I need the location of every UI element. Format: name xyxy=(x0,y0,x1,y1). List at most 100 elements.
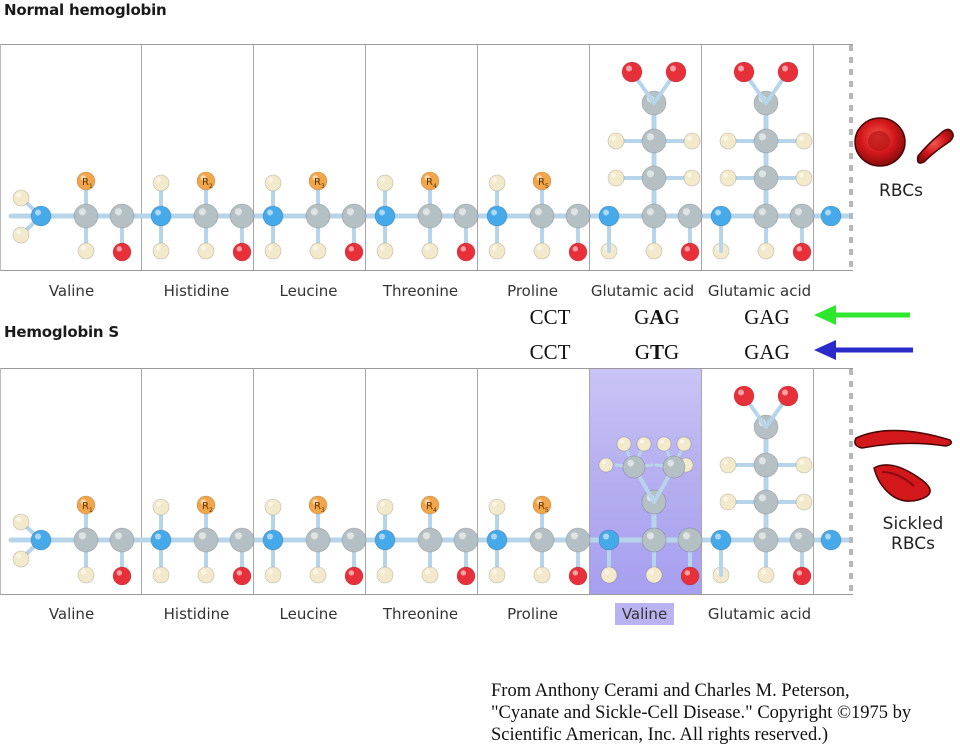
oxygen-atom xyxy=(344,566,364,586)
atom-highlight xyxy=(646,133,655,141)
hydrogen-atom xyxy=(607,169,625,187)
atom-highlight xyxy=(715,209,721,216)
atom-highlight xyxy=(684,570,690,576)
codon-text: G xyxy=(634,305,650,329)
amino-acid-label: Histidine xyxy=(163,605,230,623)
atom-highlight xyxy=(682,208,691,216)
nitrogen-atom xyxy=(820,529,842,551)
oxygen-atom xyxy=(680,242,700,262)
r-group-subscript: 2 xyxy=(209,507,213,514)
hydrogen-atom xyxy=(376,174,394,192)
nitrogen-atom xyxy=(30,529,52,551)
atom-highlight xyxy=(799,459,804,465)
amino-acid-label: Histidine xyxy=(163,282,230,300)
atom-highlight xyxy=(422,532,430,540)
atom-highlight xyxy=(670,65,676,72)
oxygen-atom xyxy=(777,61,799,83)
carbon-atom xyxy=(789,527,815,553)
atom-highlight xyxy=(310,208,318,216)
hydrogen-atom xyxy=(309,242,327,260)
r-group-subscript: 3 xyxy=(321,507,325,514)
carbon-atom xyxy=(753,452,779,478)
amino-acid-label-mutated: Valine xyxy=(588,603,701,625)
carbon-atom xyxy=(341,203,367,229)
carbon-atom xyxy=(417,203,443,229)
atom-highlight xyxy=(646,170,655,178)
atom-highlight xyxy=(380,245,385,251)
atom-highlight xyxy=(570,208,579,216)
atom-highlight xyxy=(799,135,804,141)
nitrogen-atom xyxy=(374,529,396,551)
green-arrow-icon xyxy=(814,305,910,325)
atom-highlight xyxy=(825,533,831,540)
carbon-atom xyxy=(677,203,703,229)
atom-highlight xyxy=(312,175,318,181)
atom-highlight xyxy=(156,245,162,251)
atom-highlight xyxy=(799,172,804,178)
hydrogen-atom xyxy=(488,566,506,584)
normal-hemoglobin-title: Normal hemoglobin xyxy=(4,1,167,19)
codon-normal-glutamic-2: GAG xyxy=(722,305,812,330)
atom-highlight xyxy=(603,209,609,216)
atom-highlight xyxy=(16,229,21,235)
hydrogen-atom xyxy=(598,457,614,473)
atom-highlight xyxy=(723,172,728,178)
panel-divider xyxy=(477,45,478,270)
panel-divider xyxy=(701,369,702,594)
atom-highlight xyxy=(201,245,207,251)
r-group-subscript: 4 xyxy=(433,183,437,190)
atom-highlight xyxy=(761,245,766,251)
blue-arrow-icon xyxy=(814,340,913,360)
codon-normal-proline: CCT xyxy=(505,305,595,330)
atom-highlight xyxy=(268,245,273,251)
atom-highlight xyxy=(460,570,466,576)
torn-edge xyxy=(849,45,853,270)
mutated-amino-acid-text: Valine xyxy=(614,603,675,625)
hydrogen-atom xyxy=(197,566,215,584)
atom-highlight xyxy=(114,208,122,216)
r-group-subscript: 4 xyxy=(433,507,437,514)
atom-highlight xyxy=(611,172,616,178)
hydrogen-atom xyxy=(616,436,632,452)
hydrogen-atom xyxy=(488,242,506,260)
atom-highlight xyxy=(380,569,385,575)
carbon-atom xyxy=(305,527,331,553)
atom-highlight xyxy=(424,499,430,505)
atom-highlight xyxy=(534,208,543,216)
r-group-subscript: 5 xyxy=(545,183,549,190)
atom-highlight xyxy=(78,208,86,216)
atom-highlight xyxy=(738,389,744,396)
atom-highlight xyxy=(572,246,578,252)
atom-highlight xyxy=(348,246,354,252)
oxygen-atom xyxy=(680,566,700,586)
atom-highlight xyxy=(684,246,690,252)
panel-divider xyxy=(141,45,142,270)
codon-text: G xyxy=(664,340,680,364)
r-group-label: R xyxy=(426,501,433,512)
atom-highlight xyxy=(80,175,87,181)
r-group-label: R xyxy=(314,177,321,188)
atom-highlight xyxy=(156,569,162,575)
panel-divider xyxy=(701,45,702,270)
nitrogen-atom xyxy=(486,529,508,551)
nitrogen-atom xyxy=(150,529,172,551)
hydrogen-atom xyxy=(600,566,618,584)
codon-sickle-valine: GTG xyxy=(612,340,702,365)
atom-highlight xyxy=(267,209,273,216)
hydrogen-atom xyxy=(757,242,775,260)
atom-highlight xyxy=(236,570,242,576)
atom-highlight xyxy=(236,246,242,252)
atom-highlight xyxy=(715,533,721,540)
nitrogen-atom xyxy=(374,205,396,227)
atom-highlight xyxy=(16,553,21,559)
atom-highlight xyxy=(794,208,803,216)
atom-highlight xyxy=(313,245,318,251)
atom-highlight xyxy=(536,175,542,181)
atom-highlight xyxy=(116,570,123,576)
amino-acid-label: Proline xyxy=(507,282,558,300)
hydrogen-atom xyxy=(12,226,30,244)
hydrogen-atom xyxy=(607,132,625,150)
r-group-label: R xyxy=(202,177,209,188)
